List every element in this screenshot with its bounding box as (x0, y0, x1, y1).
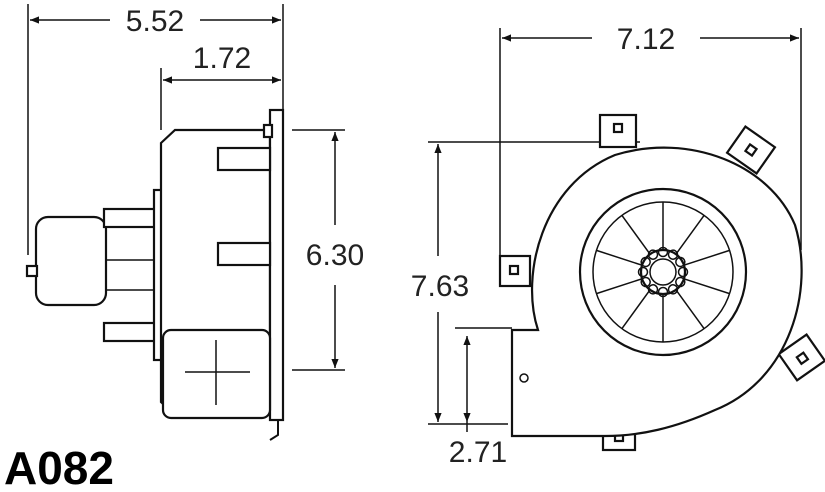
hub-center (649, 258, 677, 286)
housing-hole (519, 373, 529, 383)
flange-tab (262, 123, 274, 139)
dimension-overall-width: 7.12 (617, 23, 675, 56)
flange-lip (269, 420, 279, 441)
model-label: A082 (4, 442, 114, 492)
motor-mount-upper (102, 207, 162, 229)
front-view (428, 28, 825, 452)
dimension-overall-depth: 5.52 (126, 5, 184, 38)
dimension-flange-depth: 1.72 (193, 42, 251, 75)
tab-hole (612, 122, 624, 134)
motor-body (34, 215, 108, 307)
wheel-spokes (596, 202, 730, 342)
tab-hole (508, 264, 520, 276)
dimension-overall-height: 7.63 (411, 270, 469, 303)
wheel-hub (639, 248, 687, 296)
dimension-outlet-height: 2.71 (449, 436, 507, 469)
motor-mount-lower (102, 321, 162, 343)
hub-teeth (637, 246, 689, 298)
dimension-side-height: 6.30 (306, 239, 364, 272)
bracket-middle (216, 241, 272, 267)
mounting-tab-lower-right (777, 333, 825, 382)
side-view (25, 4, 345, 441)
mounting-tab-top (598, 113, 638, 149)
motor-shaft (25, 264, 39, 278)
mounting-tab-upper-right (725, 125, 777, 175)
bracket-upper (216, 146, 272, 172)
mounting-flange (268, 108, 285, 422)
